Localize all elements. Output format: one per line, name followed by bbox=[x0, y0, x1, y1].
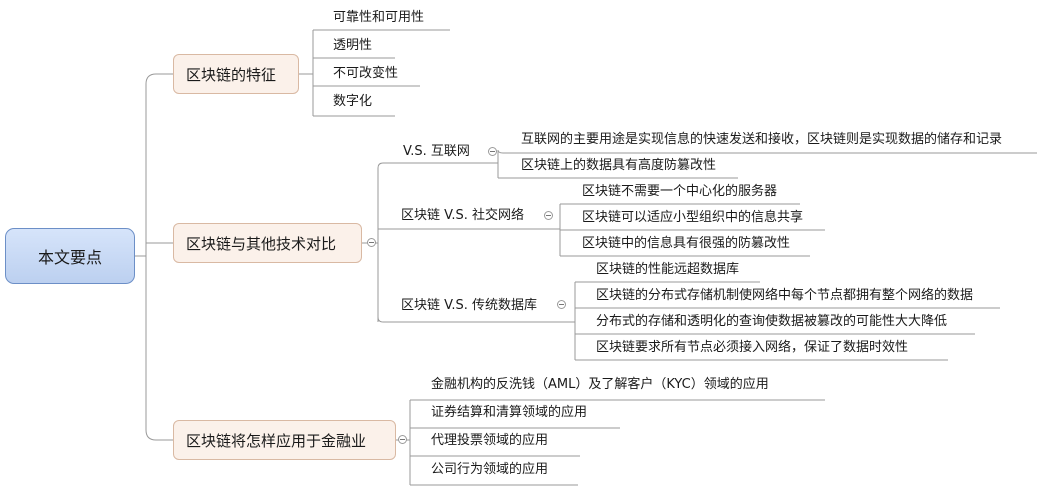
list-item: 区块链不需要一个中心化的服务器 bbox=[582, 184, 778, 199]
collapse-toggle-icon[interactable] bbox=[398, 435, 407, 444]
group-label: V.S. 互联网 bbox=[403, 144, 470, 159]
topic-label: 区块链与其他技术对比 bbox=[186, 234, 337, 253]
list-item: 不可改变性 bbox=[333, 66, 399, 81]
list-item: 区块链要求所有节点必须接入网络，保证了数据时效性 bbox=[596, 340, 909, 355]
topic-features[interactable]: 区块链的特征 bbox=[173, 54, 299, 94]
topic-finance[interactable]: 区块链将怎样应用于金融业 bbox=[173, 420, 396, 460]
list-item: 透明性 bbox=[333, 38, 373, 53]
list-item: 可靠性和可用性 bbox=[333, 10, 425, 25]
list-item: 证券结算和清算领域的应用 bbox=[431, 405, 588, 420]
list-item: 分布式的存储和透明化的查询使数据被篡改的可能性大大降低 bbox=[596, 314, 948, 329]
list-item: 数字化 bbox=[333, 94, 373, 109]
group-label: 区块链 V.S. 传统数据库 bbox=[401, 298, 537, 313]
collapse-toggle-icon[interactable] bbox=[488, 147, 497, 156]
list-item: 区块链中的信息具有很强的防篡改性 bbox=[582, 236, 791, 251]
list-item: 代理投票领域的应用 bbox=[431, 433, 549, 448]
list-item: 区块链可以适应小型组织中的信息共享 bbox=[582, 210, 804, 225]
topic-label: 区块链的特征 bbox=[186, 65, 277, 84]
group-label: 区块链 V.S. 社交网络 bbox=[401, 208, 524, 223]
list-item: 互联网的主要用途是实现信息的快速发送和接收，区块链则是实现数据的储存和记录 bbox=[521, 132, 1003, 147]
collapse-toggle-icon[interactable] bbox=[544, 211, 553, 220]
root-label: 本文要点 bbox=[37, 248, 102, 267]
topic-label: 区块链将怎样应用于金融业 bbox=[186, 431, 367, 450]
list-item: 公司行为领域的应用 bbox=[431, 462, 549, 477]
list-item: 区块链的性能远超数据库 bbox=[596, 262, 740, 277]
root-node[interactable]: 本文要点 bbox=[5, 228, 135, 284]
collapse-toggle-icon[interactable] bbox=[557, 300, 566, 309]
list-item: 区块链上的数据具有高度防篡改性 bbox=[521, 158, 717, 173]
topic-comparison[interactable]: 区块链与其他技术对比 bbox=[173, 223, 362, 263]
collapse-toggle-icon[interactable] bbox=[367, 238, 376, 247]
list-item: 金融机构的反洗钱（AML）及了解客户（KYC）领域的应用 bbox=[431, 377, 769, 392]
list-item: 区块链的分布式存储机制使网络中每个节点都拥有整个网络的数据 bbox=[596, 288, 974, 303]
